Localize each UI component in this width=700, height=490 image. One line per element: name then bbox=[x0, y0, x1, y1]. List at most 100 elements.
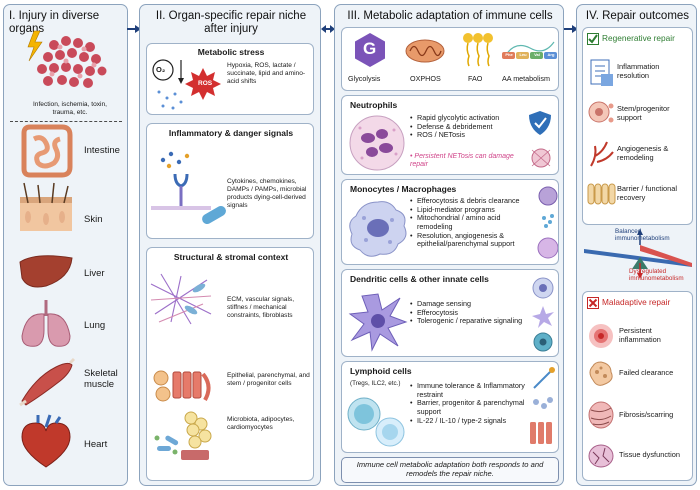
panel-lymphoid-cells: Lymphoid cells (Tregs, ILC2, etc.) Immun… bbox=[341, 361, 559, 453]
column-outcomes-title: IV. Repair outcomes bbox=[585, 10, 690, 22]
failed-clearance-icon bbox=[589, 361, 613, 386]
column-metabolic-title: III. Metabolic adaptation of immune cell… bbox=[347, 10, 553, 22]
metabolic-adaptation-footer: Immune cell metabolic adaptation both re… bbox=[341, 457, 559, 483]
resolution-document-icon bbox=[590, 59, 613, 86]
pathway-label-glycolysis: Glycolysis bbox=[348, 74, 381, 83]
injury-caption: Infection, ischemia, toxin, trauma, etc. bbox=[32, 101, 108, 117]
fao-lipid-icon bbox=[463, 33, 493, 67]
organ-label-intestine: Intestine bbox=[84, 145, 120, 156]
skin-icon bbox=[20, 182, 72, 231]
regenerative-item-resolution: Inflammation resolution bbox=[617, 62, 660, 81]
organ-label-skeletal-muscle: Skeletal muscle bbox=[84, 368, 118, 391]
lymphocyte-cells-icon bbox=[347, 397, 405, 447]
panel-neutrophils: Neutrophils Rapid glycolytic activationD… bbox=[341, 95, 559, 175]
panel-inflammatory-title: Inflammatory & danger signals bbox=[168, 128, 294, 138]
ecm-fibers-icon bbox=[150, 273, 212, 325]
oxygen-ros-icon bbox=[152, 59, 221, 110]
macrophage-cell-icon bbox=[349, 201, 407, 257]
epithelial-cells-icon bbox=[153, 370, 211, 402]
pathway-label-oxphos: OXPHOS bbox=[410, 74, 441, 83]
angiogenesis-vessel-icon bbox=[590, 141, 614, 167]
maladaptive-item-fibrosis: Fibrosis/scarring bbox=[619, 410, 674, 419]
panel-structural-context: Structural & stromal context ECM, vascul… bbox=[146, 247, 314, 481]
pathway-label-aa: AA metabolism bbox=[502, 74, 550, 83]
maladaptive-item-dysfunction: Tissue dysfunction bbox=[619, 450, 680, 459]
inflammatory-text: Cytokines, chemokines, DAMPs / PAMPs, mi… bbox=[227, 178, 307, 210]
arrow-col2-col3-bidirectional bbox=[321, 25, 335, 33]
structural-item-epithelial: Epithelial, parenchymal, and stem / prog… bbox=[227, 372, 310, 388]
regenerative-item-angiogenesis: Angiogenesis & remodeling bbox=[617, 144, 669, 163]
neutrophil-cell-icon bbox=[349, 115, 405, 171]
lymphoid-bullets: Immune tolerance & Inflammatory restrain… bbox=[410, 381, 528, 425]
lung-icon bbox=[21, 300, 71, 347]
neutrophils-bullets: Rapid glycolytic activationDefense & deb… bbox=[410, 113, 522, 140]
lymphoid-signal-icon bbox=[530, 367, 555, 444]
panel-dendritic-cells: Dendritic cells & other innate cells Dam… bbox=[341, 269, 559, 357]
glycolysis-icon bbox=[355, 33, 385, 67]
structural-item-ecm: ECM, vascular signals, stiffnes / mechan… bbox=[227, 296, 295, 320]
amino-acid-chain-icon bbox=[502, 41, 557, 59]
tissue-dysfunction-icon bbox=[588, 444, 614, 468]
innate-cells-icon bbox=[532, 277, 554, 352]
oxphos-mitochondrion-icon bbox=[405, 39, 445, 63]
macrophages-bullets: Efferocytosis & debris clearanceLipid-me… bbox=[410, 196, 538, 249]
regenerative-title: Regenerative repair bbox=[602, 33, 675, 43]
panel-metabolic-stress: Metabolic stress O₂ ROS Hypoxia, ROS, la… bbox=[146, 43, 314, 115]
ros-label: ROS bbox=[198, 80, 213, 87]
panel-metabolic-stress-title: Metabolic stress bbox=[197, 47, 265, 57]
lymphoid-subtitle: (Tregs, ILC2, etc.) bbox=[350, 380, 401, 387]
panel-regenerative-repair: Regenerative repair Inflammation resolut… bbox=[582, 27, 693, 225]
column-repair-outcomes: IV. Repair outcomes Regenerative repair … bbox=[576, 4, 697, 486]
arrow-col3-to-col4 bbox=[564, 25, 578, 33]
injury-divider bbox=[10, 121, 122, 122]
dendritic-cell-icon bbox=[348, 293, 408, 352]
maladaptive-item-clearance: Failed clearance bbox=[619, 368, 674, 377]
arrow-col1-to-col2 bbox=[127, 25, 141, 33]
balance-dysregulated-label: Dysregulated immunometabolism bbox=[629, 268, 684, 283]
dendritic-title: Dendritic cells & other innate cells bbox=[350, 274, 489, 284]
injury-cell-cluster-icon bbox=[27, 30, 107, 88]
dendritic-bullets: Damage sensingEfferocytosisTolerogenic /… bbox=[410, 299, 524, 326]
net-pathogen-icon bbox=[531, 148, 551, 168]
macrophage-subsets-icon bbox=[537, 186, 558, 259]
microbiota-adipocytes-icon bbox=[154, 411, 212, 460]
seesaw-balance-icon bbox=[584, 229, 692, 279]
barrier-epithelium-icon bbox=[587, 183, 616, 205]
column-metabolic-adaptation: III. Metabolic adaptation of immune cell… bbox=[334, 4, 564, 486]
macrophages-title: Monocytes / Macrophages bbox=[350, 184, 457, 194]
column-injury: I. Injury in diverse organs Infection, i… bbox=[3, 4, 128, 486]
oxygen-label: O₂ bbox=[156, 65, 166, 74]
liver-icon bbox=[19, 255, 73, 288]
balance-balanced-label: Balanced immunometabolism bbox=[615, 228, 670, 243]
panel-inflammatory-signals: Inflammatory & danger signals Cytokines,… bbox=[146, 123, 314, 239]
maladaptive-title: Maladaptive repair bbox=[602, 297, 671, 307]
organ-label-liver: Liver bbox=[84, 268, 105, 279]
glycolysis-glyph: G bbox=[363, 39, 377, 58]
panel-structural-title: Structural & stromal context bbox=[173, 252, 289, 262]
intestine-icon bbox=[21, 124, 73, 178]
panel-monocytes-macrophages: Monocytes / Macrophages Efferocytosis & … bbox=[341, 179, 559, 265]
inflammation-icon bbox=[589, 324, 613, 348]
receptor-ligand-icon bbox=[151, 151, 226, 224]
neutrophils-warning: • Persistent NETosis can damage repair bbox=[410, 153, 514, 169]
pathway-label-fao: FAO bbox=[468, 74, 483, 83]
organ-label-skin: Skin bbox=[84, 214, 103, 225]
regenerative-item-stem: Stem/progenitor support bbox=[617, 104, 670, 123]
checkbox-check-icon bbox=[587, 33, 599, 45]
fibrosis-icon bbox=[588, 401, 614, 429]
organ-label-lung: Lung bbox=[84, 320, 106, 331]
structural-item-microbiota: Microbiota, adipocytes, cardiomyocytes bbox=[227, 416, 295, 432]
panel-maladaptive-repair: Maladaptive repair Persistent inflammati… bbox=[582, 291, 693, 481]
skeletal-muscle-icon bbox=[19, 357, 76, 407]
regenerative-item-barrier: Barrier / functional recovery bbox=[617, 184, 677, 203]
neutrophils-title: Neutrophils bbox=[350, 100, 398, 110]
organ-label-heart: Heart bbox=[84, 439, 108, 450]
shield-icon bbox=[529, 111, 551, 135]
heart-icon bbox=[21, 414, 71, 468]
metabolic-stress-text: Hypoxia, ROS, lactate / succinate, lipid… bbox=[227, 62, 306, 86]
x-mark-icon bbox=[587, 297, 599, 309]
